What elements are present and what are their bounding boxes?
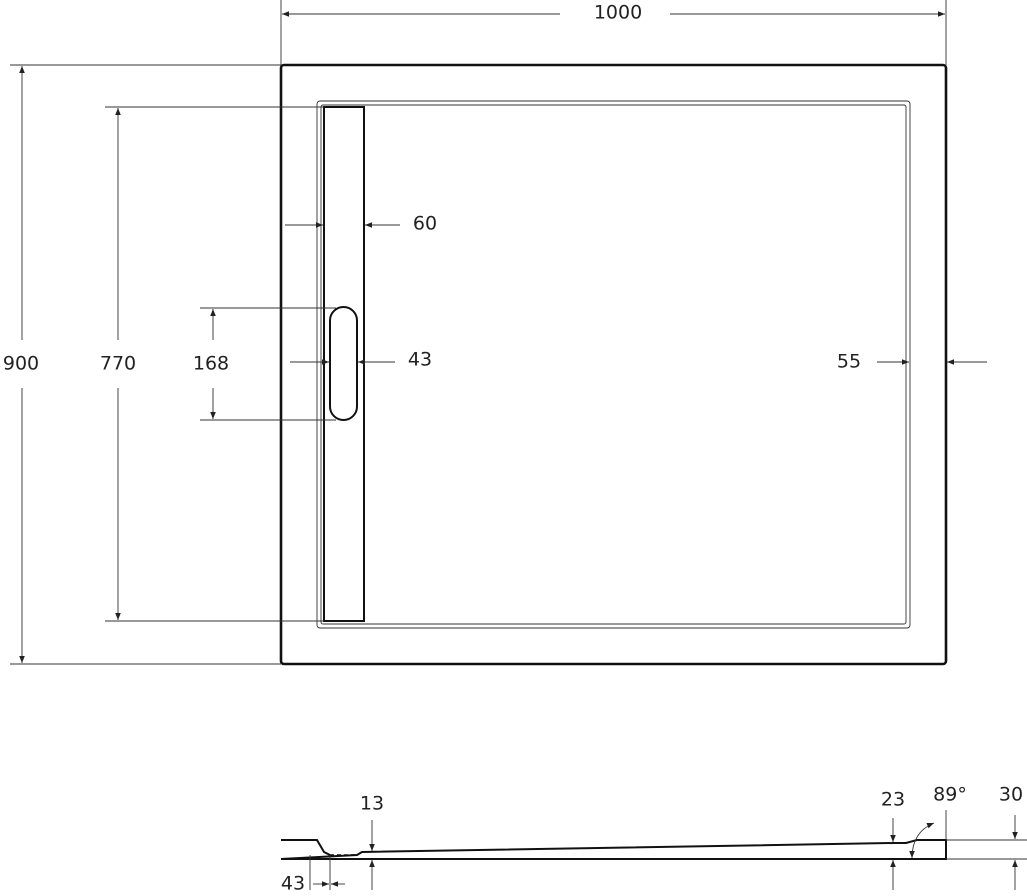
dimension-depth: 900 (3, 64, 281, 665)
channel-depth-label: 13 (360, 793, 384, 815)
dimension-rim-width: 55 (837, 351, 987, 373)
rim-width-label: 55 (837, 351, 861, 373)
drain-length-label: 168 (193, 353, 229, 375)
rim-depth-label: 23 (881, 789, 905, 811)
tray-outline (279, 63, 948, 666)
plan-view: 1000 900 770 168 6 (3, 0, 987, 666)
tray-inner-rim (316, 100, 911, 629)
dimension-rim-depth: 23 (881, 789, 905, 890)
dimension-channel-length: 770 (100, 106, 324, 622)
drain-offset-label: 43 (281, 873, 305, 895)
dimension-height: 30 (999, 784, 1023, 890)
width-label: 1000 (594, 2, 642, 24)
tray-section-outline (280, 839, 947, 860)
section-view: 13 43 23 89° 30 (281, 784, 1027, 895)
dimension-angle: 89° (909, 784, 967, 859)
dimension-channel-width: 60 (285, 213, 437, 235)
drain-slot (329, 306, 358, 421)
dimension-width: 1000 (280, 0, 947, 65)
dimension-channel-depth: 13 (360, 793, 384, 890)
channel-width-label: 60 (413, 213, 437, 235)
height-label: 30 (999, 784, 1023, 806)
drain-width-label: 43 (408, 349, 432, 371)
channel-length-label: 770 (100, 353, 136, 375)
depth-label: 900 (3, 353, 39, 375)
dimension-drain-width: 43 (290, 349, 432, 371)
dimension-drain-length: 168 (193, 307, 336, 421)
dimension-drain-offset: 43 (281, 855, 345, 895)
angle-label: 89° (933, 784, 967, 806)
